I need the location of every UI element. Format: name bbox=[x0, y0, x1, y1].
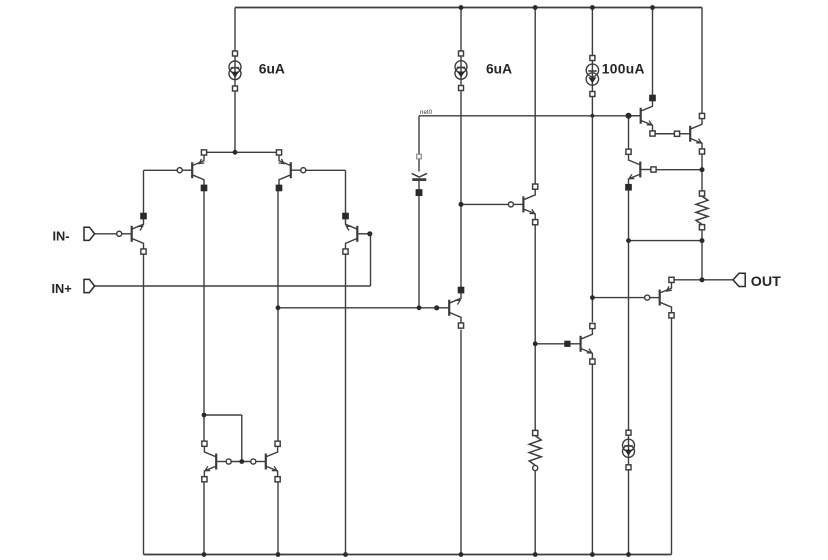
svg-text:IN+: IN+ bbox=[52, 281, 72, 296]
svg-text:6uA: 6uA bbox=[259, 62, 285, 77]
svg-text:net0: net0 bbox=[420, 109, 433, 116]
svg-text:100uA: 100uA bbox=[602, 62, 645, 77]
svg-text:IN-: IN- bbox=[53, 229, 70, 244]
svg-text:6uA: 6uA bbox=[486, 62, 512, 77]
svg-text:OUT: OUT bbox=[751, 274, 781, 290]
